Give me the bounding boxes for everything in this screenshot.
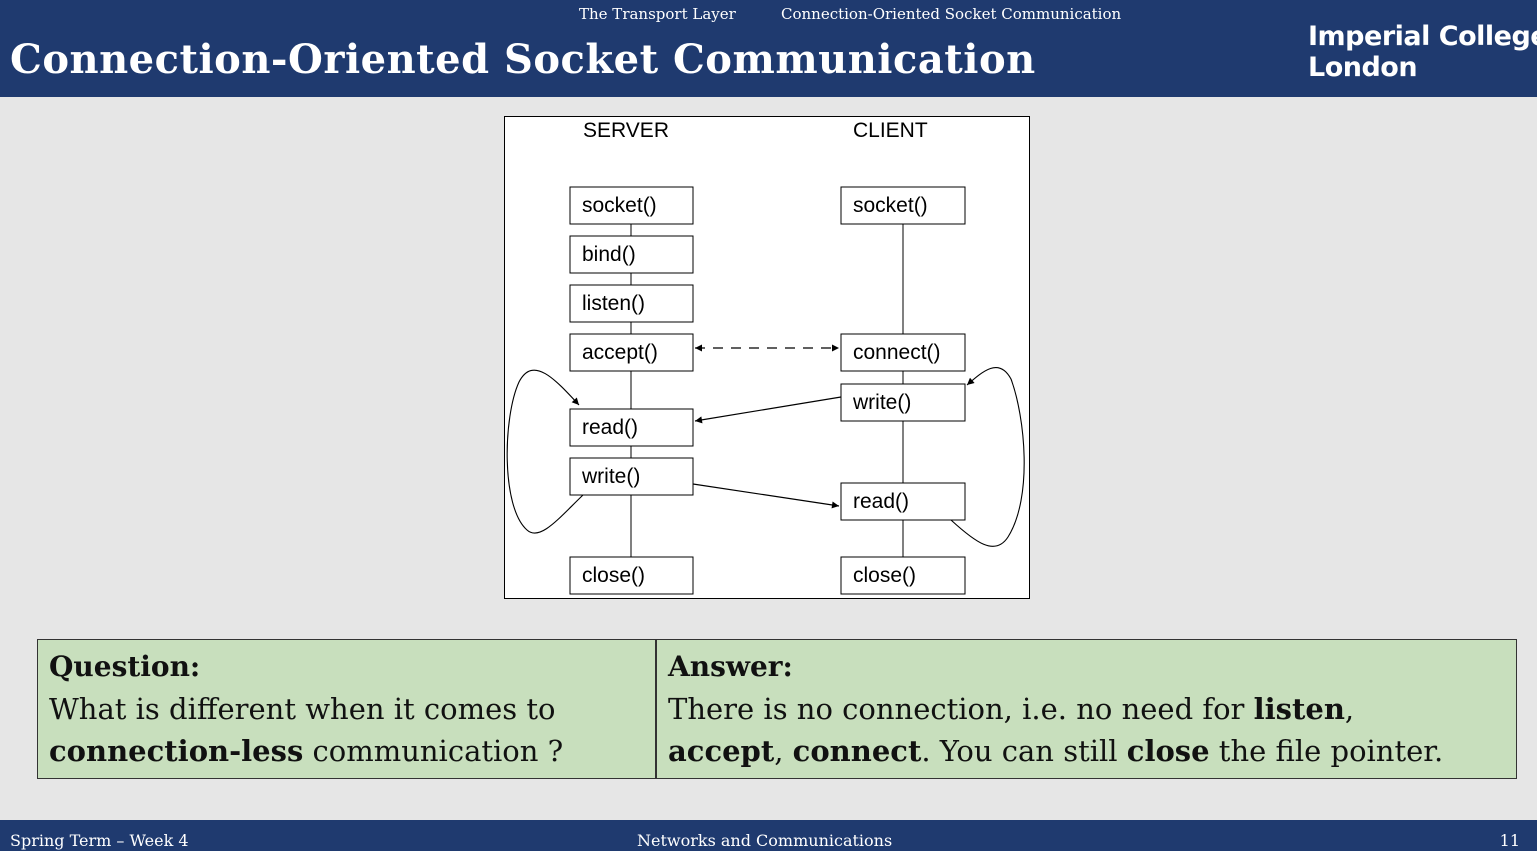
server-call-write: write() bbox=[569, 457, 694, 496]
slide-footer: Spring Term – Week 4 Networks and Commun… bbox=[0, 820, 1537, 851]
answer-body: There is no connection, i.e. no need for… bbox=[668, 688, 1443, 772]
svg-text:read(): read() bbox=[853, 490, 909, 513]
svg-text:write(): write() bbox=[581, 465, 640, 488]
question-title: Question: bbox=[49, 650, 201, 683]
server-write-to-client-read-arrow bbox=[692, 483, 840, 509]
answer-line-1: There is no connection, i.e. no need for… bbox=[668, 688, 1443, 730]
server-call-close: close() bbox=[569, 556, 694, 595]
svg-text:accept(): accept() bbox=[582, 341, 658, 364]
question-line-1: What is different when it comes to bbox=[49, 692, 556, 726]
server-call-listen: listen() bbox=[569, 284, 694, 323]
slide-header: The Transport Layer Connection-Oriented … bbox=[0, 0, 1537, 97]
svg-text:connect(): connect() bbox=[853, 341, 941, 364]
footer-course: Networks and Communications bbox=[637, 831, 893, 850]
answer-keyword-close: close bbox=[1126, 734, 1210, 768]
imperial-college-logo: Imperial College London bbox=[1308, 21, 1537, 83]
server-label: SERVER bbox=[583, 119, 669, 142]
client-call-close: close() bbox=[840, 556, 966, 595]
svg-text:write(): write() bbox=[852, 391, 911, 414]
answer-line-2: accept, connect. You can still close the… bbox=[668, 730, 1443, 772]
answer-title: Answer: bbox=[668, 650, 793, 683]
breadcrumb-section[interactable]: The Transport Layer bbox=[579, 5, 736, 23]
answer-line-2-mid: . You can still bbox=[921, 734, 1127, 768]
answer-keyword-connect: connect bbox=[792, 734, 922, 768]
logo-line-1: Imperial College bbox=[1308, 21, 1537, 52]
question-block: Question: What is different when it come… bbox=[37, 639, 656, 779]
svg-text:bind(): bind() bbox=[582, 243, 636, 266]
server-call-bind: bind() bbox=[569, 235, 694, 274]
client-call-connect: connect() bbox=[840, 333, 966, 372]
svg-text:socket(): socket() bbox=[582, 194, 657, 217]
logo-line-2: London bbox=[1308, 52, 1418, 83]
socket-flow-svg: SERVER CLIENT socket() bind() listen() a bbox=[506, 119, 1025, 595]
question-line-2-rest: communication ? bbox=[303, 734, 564, 768]
server-call-accept: accept() bbox=[569, 333, 694, 372]
client-loop-arrow bbox=[950, 367, 1025, 547]
client-call-read: read() bbox=[840, 482, 966, 521]
answer-sep: , bbox=[774, 734, 793, 768]
svg-text:close(): close() bbox=[853, 564, 916, 587]
answer-keyword-listen: listen bbox=[1253, 692, 1345, 726]
server-call-read: read() bbox=[569, 408, 694, 447]
server-loop-arrow bbox=[506, 369, 584, 534]
svg-text:close(): close() bbox=[582, 564, 645, 587]
footer-term: Spring Term – Week 4 bbox=[10, 831, 189, 850]
svg-text:listen(): listen() bbox=[582, 292, 645, 315]
server-call-socket: socket() bbox=[569, 186, 694, 225]
answer-keyword-accept: accept bbox=[668, 734, 775, 768]
question-line-2: connection-less communication ? bbox=[49, 730, 563, 772]
socket-flow-diagram: SERVER CLIENT socket() bind() listen() a bbox=[504, 116, 1030, 599]
client-label: CLIENT bbox=[853, 119, 928, 142]
client-write-to-server-read-arrow bbox=[694, 396, 842, 424]
breadcrumb-subsection[interactable]: Connection-Oriented Socket Communication bbox=[781, 5, 1122, 23]
client-call-socket: socket() bbox=[840, 186, 966, 225]
answer-line-2-post: the file pointer. bbox=[1209, 734, 1444, 768]
question-body: What is different when it comes to conne… bbox=[49, 688, 563, 772]
svg-text:socket(): socket() bbox=[853, 194, 928, 217]
answer-line-1-text: There is no connection, i.e. no need for bbox=[668, 692, 1254, 726]
answer-block: Answer: There is no connection, i.e. no … bbox=[656, 639, 1517, 779]
question-keyword: connection-less bbox=[49, 734, 304, 768]
client-call-write: write() bbox=[840, 383, 966, 422]
svg-text:read(): read() bbox=[582, 416, 638, 439]
answer-line-1-post: , bbox=[1344, 692, 1355, 726]
slide-title: Connection-Oriented Socket Communication bbox=[10, 36, 1036, 83]
page-number: 11 bbox=[1499, 831, 1520, 850]
